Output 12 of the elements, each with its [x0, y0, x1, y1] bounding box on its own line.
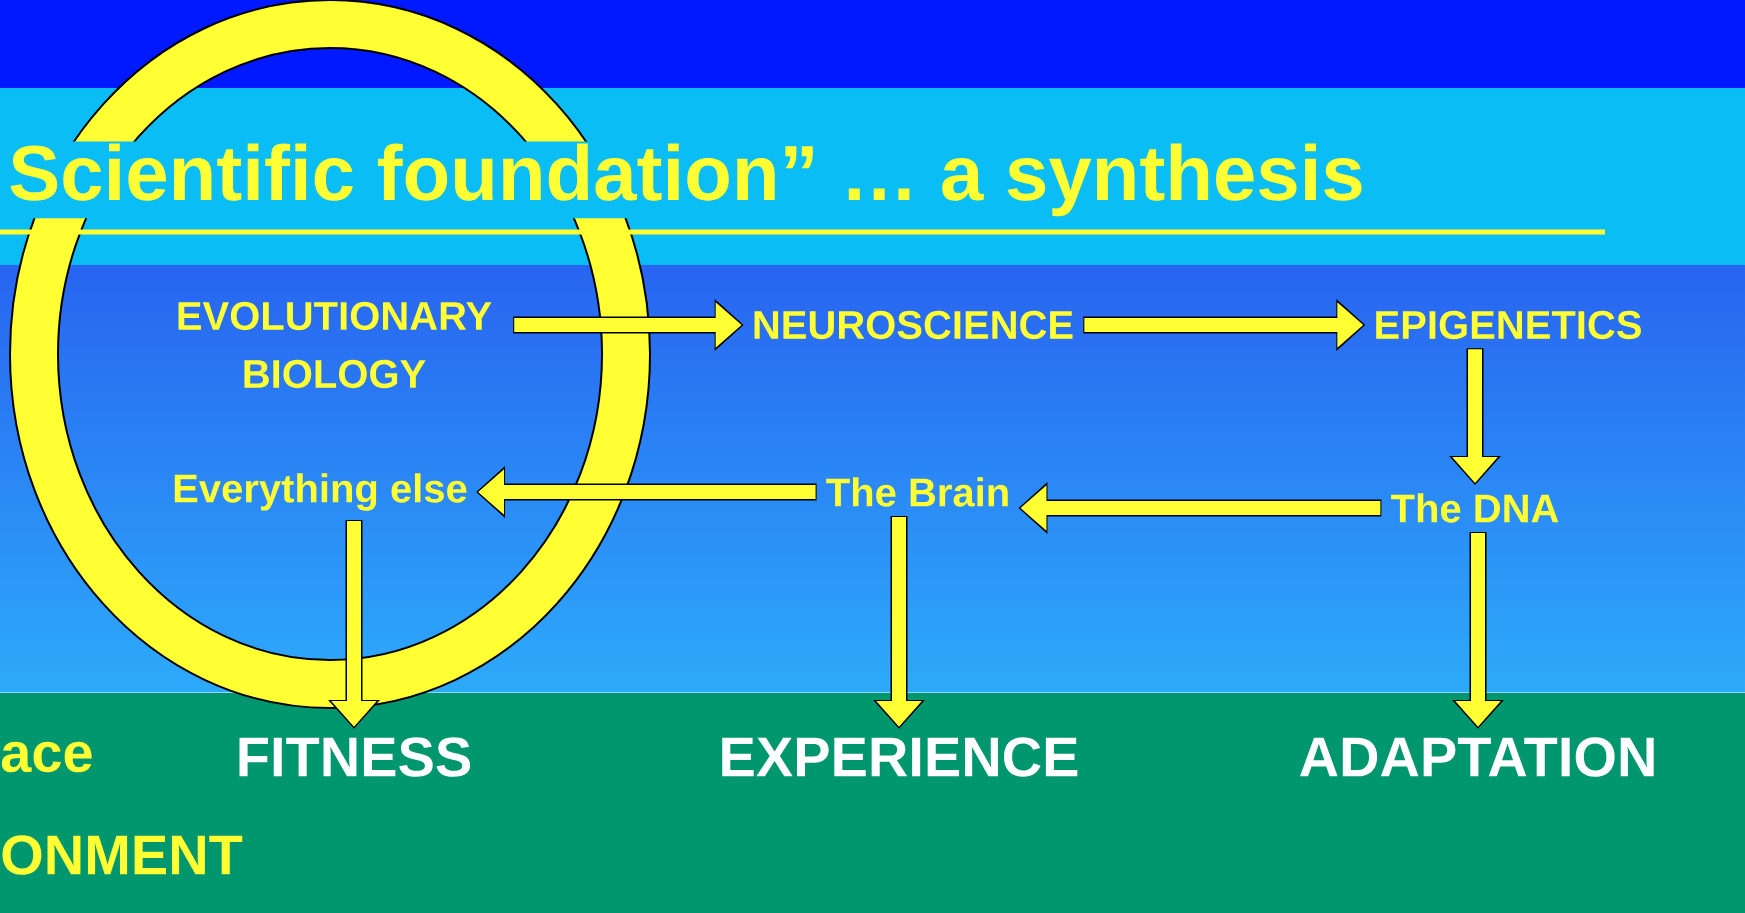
partial-label: ONMENT	[2, 835, 243, 875]
partial-label: ace	[1, 741, 92, 773]
concept-label: EPIGENETICS	[1376, 310, 1641, 340]
concept-label: Everything else	[174, 473, 467, 511]
outcome-label: ADAPTATION	[1300, 737, 1654, 777]
title-text: Scientific foundation” … a synthesis	[4, 141, 1369, 219]
concept-label: NEUROSCIENCE	[754, 310, 1073, 340]
concept-label: EVOLUTIONARY BIOLOGY	[178, 301, 492, 389]
outcome-label: FITNESS	[239, 737, 471, 777]
concept-label: The DNA	[1391, 493, 1559, 523]
concept-label: The Brain	[826, 477, 1008, 507]
outcome-label: EXPERIENCE	[722, 737, 1078, 777]
